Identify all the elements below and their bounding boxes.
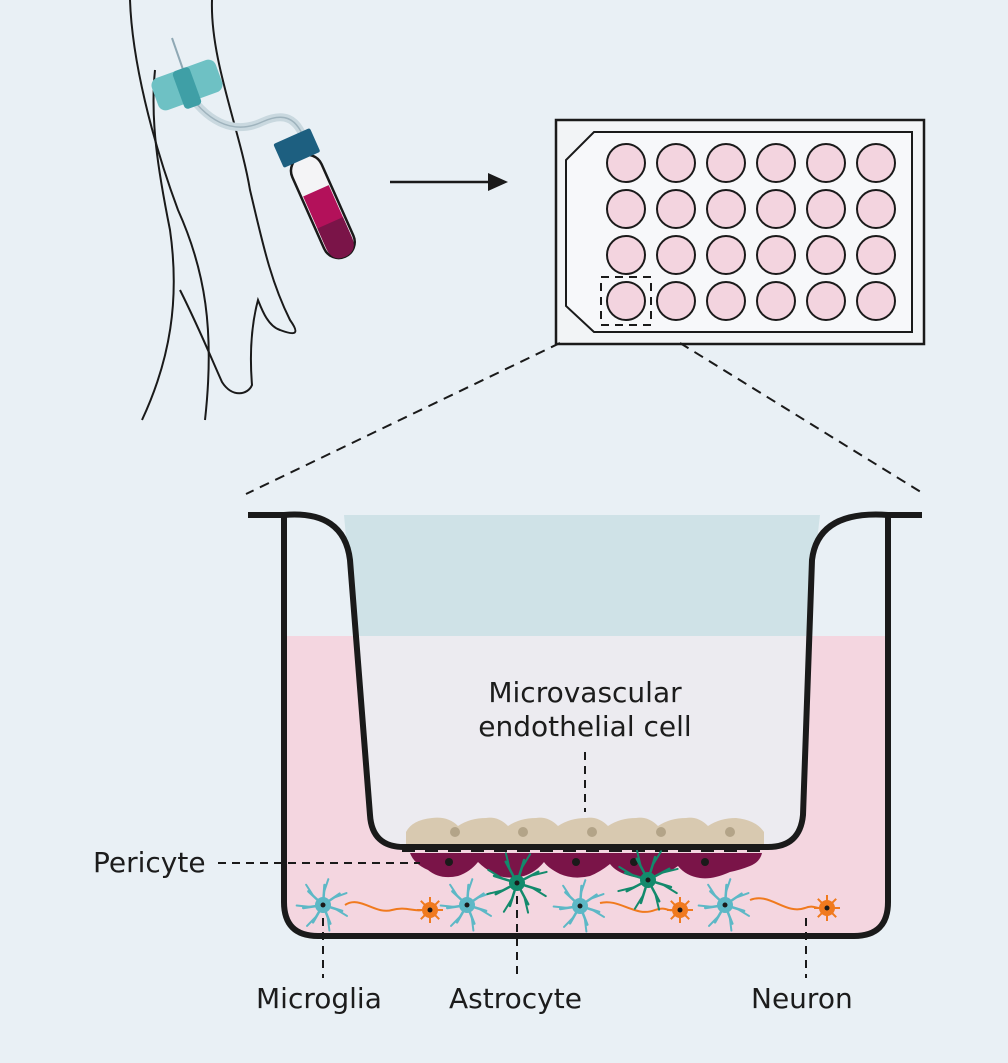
plate-well — [856, 143, 896, 183]
well-plate — [554, 118, 926, 346]
plate-well — [606, 235, 646, 275]
plate-well — [806, 189, 846, 229]
plate-well — [856, 281, 896, 321]
plate-well — [656, 189, 696, 229]
plate-well — [606, 143, 646, 183]
plate-well — [756, 235, 796, 275]
plate-well — [656, 235, 696, 275]
endothelial-label-line2: endothelial cell — [478, 710, 692, 743]
blood-collection-tube — [273, 128, 356, 260]
endothelial-label-line1: Microvascular — [488, 676, 682, 709]
plate-well — [856, 189, 896, 229]
plate-well — [706, 143, 746, 183]
plate-well — [806, 281, 846, 321]
pericyte-label: Pericyte — [93, 846, 206, 879]
plate-well — [606, 281, 646, 321]
plate-well — [806, 235, 846, 275]
zoom-lines — [245, 342, 925, 495]
plate-well — [756, 281, 796, 321]
arm-outline — [129, 0, 297, 421]
neuron-cell — [344, 897, 443, 923]
selected-well-box — [600, 276, 652, 326]
plate-well — [706, 189, 746, 229]
astrocyte-cell — [617, 849, 679, 911]
plate-well — [856, 235, 896, 275]
plate-well — [656, 281, 696, 321]
leader-lines — [218, 752, 807, 978]
plate-well — [606, 189, 646, 229]
outer-well-wall — [248, 512, 922, 939]
plate-well — [706, 281, 746, 321]
neuron-cell — [599, 897, 693, 923]
microglia-cell — [439, 878, 492, 932]
neuron-label: Neuron — [751, 982, 853, 1015]
microglia-cell — [552, 879, 605, 933]
microglia-cell — [697, 878, 750, 932]
plate-well — [806, 143, 846, 183]
insert-wall — [283, 511, 889, 850]
endothelial-label: Microvascular endothelial cell — [445, 676, 725, 744]
plate-well — [756, 189, 796, 229]
plate-well — [756, 143, 796, 183]
process-arrow — [390, 173, 508, 191]
astrocyte-cell — [486, 852, 548, 914]
neuron-cell — [749, 895, 840, 921]
plate-well — [656, 143, 696, 183]
microglia-cell — [295, 878, 348, 932]
plate-well — [706, 235, 746, 275]
astrocyte-label: Astrocyte — [449, 982, 582, 1015]
butterfly-needle — [151, 37, 308, 142]
microglia-label: Microglia — [256, 982, 382, 1015]
endothelial-cell-layer — [406, 817, 764, 845]
pericyte-layer — [410, 853, 762, 879]
